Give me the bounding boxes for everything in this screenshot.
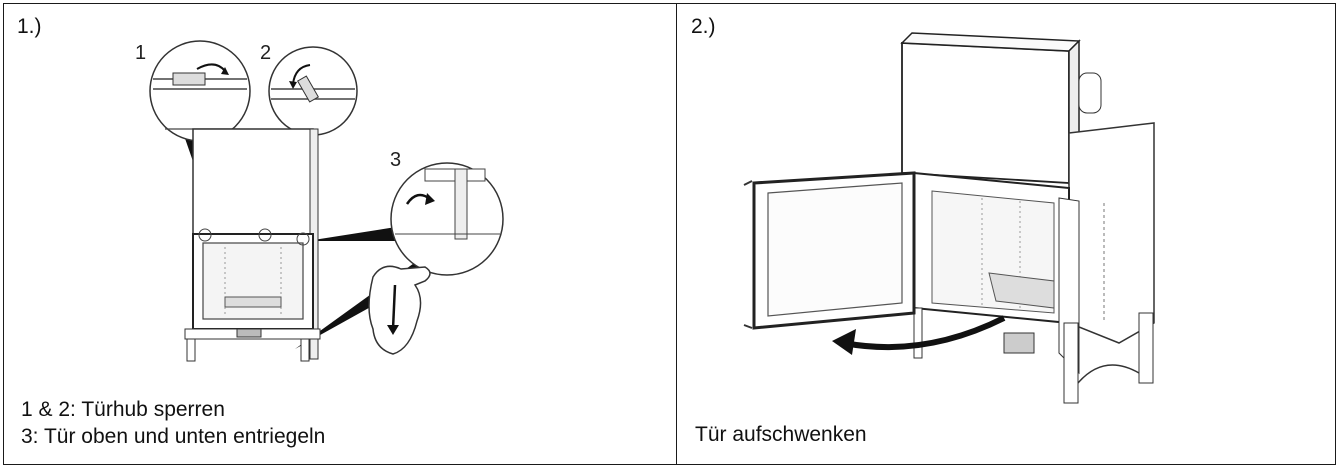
callout-number-1: 1 — [135, 42, 146, 64]
step-2-caption: Tür aufschwenken — [695, 423, 867, 446]
step-2-cell: 2.) — [679, 3, 1334, 465]
hand-drawing — [368, 265, 431, 355]
fireplace-open-door-illustration — [743, 32, 1155, 404]
detail-circle-3 — [390, 162, 504, 276]
fireplace-lock-illustration: 1 2 3 — [135, 40, 504, 362]
step-1-cell: 1.) 1 2 3 — [5, 3, 675, 465]
detail-circle-1 — [149, 40, 251, 142]
callout-number-3: 3 — [390, 149, 401, 171]
detail-circle-2 — [268, 46, 358, 136]
column-divider — [676, 3, 677, 465]
step-1-label: 1.) — [17, 15, 42, 38]
fireplace-legs — [913, 307, 1154, 404]
fireplace-hood — [900, 32, 1102, 185]
step-1-caption-line-1: 1 & 2: Türhub sperren — [21, 398, 225, 421]
step-1-caption-line-2: 3: Tür oben und unten entriegeln — [21, 425, 326, 448]
callout-number-2: 2 — [260, 42, 271, 64]
open-door-panel — [743, 171, 916, 330]
swing-direction-arrow — [832, 315, 1006, 355]
step-2-label: 2.) — [691, 15, 716, 38]
instruction-table — [3, 3, 1336, 465]
fireplace-front — [184, 128, 321, 362]
firebox — [913, 171, 1080, 375]
fireplace-side-housing — [1068, 122, 1155, 344]
